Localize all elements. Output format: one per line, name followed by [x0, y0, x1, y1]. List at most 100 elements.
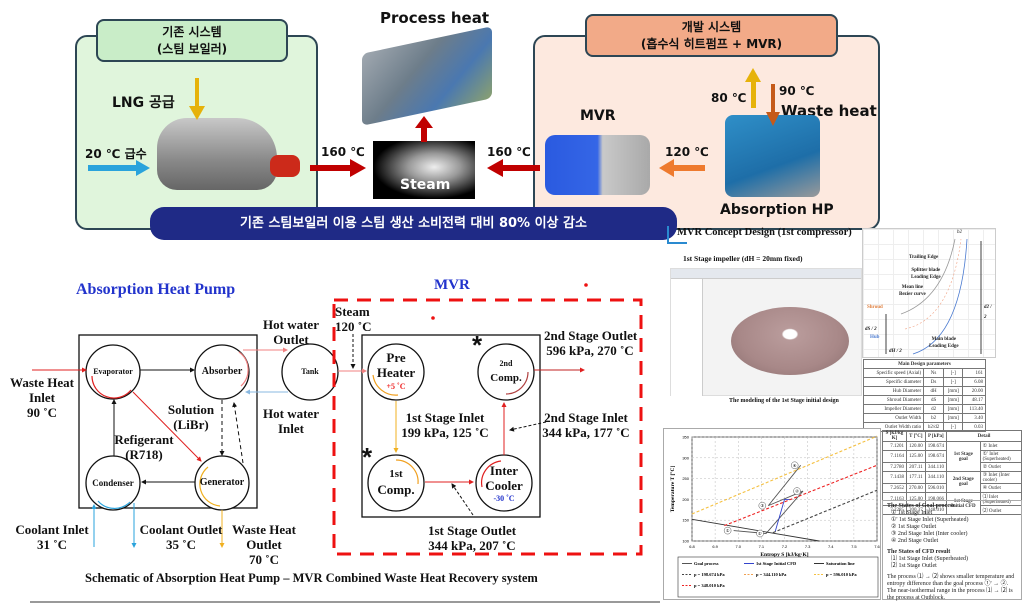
states-cell: 7.1201: [882, 441, 907, 451]
solution-label: Solution(LiBr): [163, 402, 219, 432]
evap-generator-arrow: [132, 391, 202, 462]
text: Solution: [167, 402, 215, 417]
boiler-burner: [270, 155, 300, 177]
shroud-label: Shroud: [867, 305, 883, 310]
evaporator-label: Evaporator: [93, 367, 133, 376]
text: 2nd: [499, 359, 513, 368]
existing-system-tab: 기존 시스템 (스팀 보일러): [96, 19, 288, 62]
generator-label: Generator: [199, 477, 245, 488]
params-cell: dS: [923, 395, 944, 405]
params-cell: b2: [923, 413, 944, 423]
x-tick-label: 7.6: [874, 544, 880, 549]
condenser-cool-arc: [97, 500, 131, 510]
steam-image: [373, 141, 475, 199]
mvr-dashed-box: [332, 298, 643, 556]
temp-80-label: 80 ℃: [711, 91, 747, 105]
params-cell: d2: [923, 404, 944, 414]
states-cell: 344.110: [924, 471, 947, 484]
text: (LiBr): [173, 417, 209, 432]
b2-label: b2: [957, 230, 962, 235]
mvr-label: MVR: [580, 108, 616, 124]
y-tick-label: 250: [682, 476, 689, 481]
mvr-box: [361, 334, 541, 518]
impeller-model: [731, 307, 849, 375]
x-tick-label: 6.8: [689, 544, 695, 549]
states-group: 1st Stage Initial CFD: [945, 492, 981, 515]
refrigerant-label: Refigerant(R718): [112, 432, 176, 462]
text: Cooler: [485, 478, 523, 493]
text: 1st Stage Outlet: [427, 523, 517, 538]
notes-panel: The States of Goal process ① 1st Stage I…: [882, 500, 1022, 601]
text: Splitter blade: [911, 268, 941, 273]
col-p: P [kPa]: [924, 430, 947, 442]
states-cell: 198.674: [924, 450, 947, 463]
series-line-5: [691, 435, 878, 515]
concept-title: MVR Concept Design (1st compressor): [677, 227, 852, 238]
lng-supply-label: LNG 공급: [112, 95, 175, 111]
params-cell: Specific speed (Axial): [862, 368, 925, 378]
text: Hot water: [263, 406, 319, 421]
inter-cooler-delta: -30 ˚C: [493, 494, 515, 503]
savings-banner: 기존 스팀보일러 이용 스팀 생산 소비전력 대비 80% 이상 감소: [150, 207, 677, 240]
x-tick-label: 7.5: [851, 544, 857, 549]
stage1-outlet-pointer: [451, 483, 474, 516]
state-point-label: ②: [795, 489, 799, 494]
ds2-label: dS / 2: [865, 327, 877, 332]
mvr-title: MVR: [434, 277, 470, 293]
legend-box: [677, 556, 879, 598]
col-detail: Detail: [945, 430, 1023, 442]
text: 344 kPa, 207 ˚C: [428, 538, 516, 553]
goal-item: ③ 2nd Stage Inlet (Inter cooler): [891, 531, 968, 537]
text: Mean line: [901, 285, 923, 290]
ahp-box: [78, 334, 258, 509]
y-tick-label: 300: [682, 455, 689, 460]
state-point-marker: [723, 526, 732, 535]
text: Bezier curve: [899, 292, 926, 297]
states-cell: 344.110: [924, 462, 947, 472]
steam-label: Steam: [400, 177, 451, 193]
text: 2nd Stage Inlet: [544, 410, 628, 425]
states-cell: 7.2780: [882, 462, 907, 472]
states-cell: 120.00: [905, 441, 926, 451]
mvr-steam-arrow: [487, 159, 540, 177]
absorber-circle: [194, 344, 250, 400]
legend-entry: Goal process: [694, 561, 719, 566]
text: (R718): [125, 447, 163, 462]
states-detail: ①' Inlet (Superheated): [979, 450, 1023, 463]
y-tick-label: 150: [682, 518, 689, 523]
existing-system-title: 기존 시스템: [162, 25, 222, 39]
states-cell: 125.00: [905, 450, 926, 463]
x-tick-label: 7.4: [828, 544, 834, 549]
x-tick-label: 7.2: [782, 544, 788, 549]
text: Refigerant: [114, 432, 174, 447]
text: 90 ˚C: [27, 405, 57, 420]
series-line-6: [724, 464, 878, 527]
goal-item: ② 1st Stage Outlet: [891, 524, 937, 530]
text: 70 ˚C: [249, 552, 279, 567]
params-row: Specific speed (Axial)Ns[-]161: [862, 368, 986, 378]
lng-arrow: [189, 78, 205, 120]
series-line-0: [733, 465, 804, 534]
legend-entry: p = 198.674 kPa: [694, 572, 725, 577]
text: 199 kPa, 125 ˚C: [401, 425, 489, 440]
tank-circle: [281, 343, 339, 401]
cfd-title: The States of CFD result: [887, 549, 951, 555]
boiler-out-temp: 160 ℃: [321, 145, 365, 159]
condenser-label: Condenser: [92, 478, 134, 488]
y-tick-label: 350: [682, 435, 689, 440]
